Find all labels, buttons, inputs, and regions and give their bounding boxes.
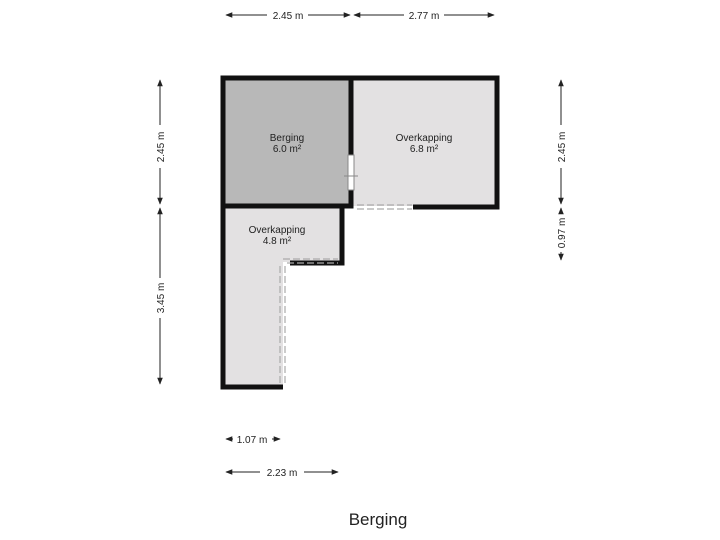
room-label-overkapping-right-area: 6.8 m² [410, 144, 439, 155]
dim-label-right-lower: 0.97 m [557, 218, 568, 249]
dim-label-bottom-long: 2.23 m [267, 468, 298, 479]
room-label-overkapping-right-name: Overkapping [396, 133, 453, 144]
dim-label-bottom-short: 1.07 m [237, 435, 268, 446]
room-label-berging-name: Berging [270, 133, 304, 144]
room-overkapping-left-fill [223, 206, 342, 387]
dim-label-top-right: 2.77 m [409, 11, 440, 22]
inner-wall-berging-bottom [223, 190, 354, 209]
outer-wall [220, 75, 500, 390]
room-label-overkapping-left-area: 4.8 m² [263, 236, 292, 247]
room-overkapping-right-fill [351, 78, 496, 206]
door-leaf [347, 154, 355, 191]
door-symbol [344, 154, 358, 191]
plan-title: Berging [348, 510, 408, 529]
dim-label-left-lower: 3.45 m [156, 283, 167, 314]
dim-label-top-left: 2.45 m [273, 11, 304, 22]
room-label-overkapping-left-name: Overkapping [249, 225, 306, 236]
dimension-lines [157, 12, 564, 475]
dim-label-right-upper: 2.45 m [557, 132, 568, 163]
open-edges [279, 204, 412, 384]
dim-label-left-upper: 2.45 m [156, 132, 167, 163]
room-berging-fill [223, 78, 351, 206]
room-label-berging-area: 6.0 m² [273, 144, 302, 155]
